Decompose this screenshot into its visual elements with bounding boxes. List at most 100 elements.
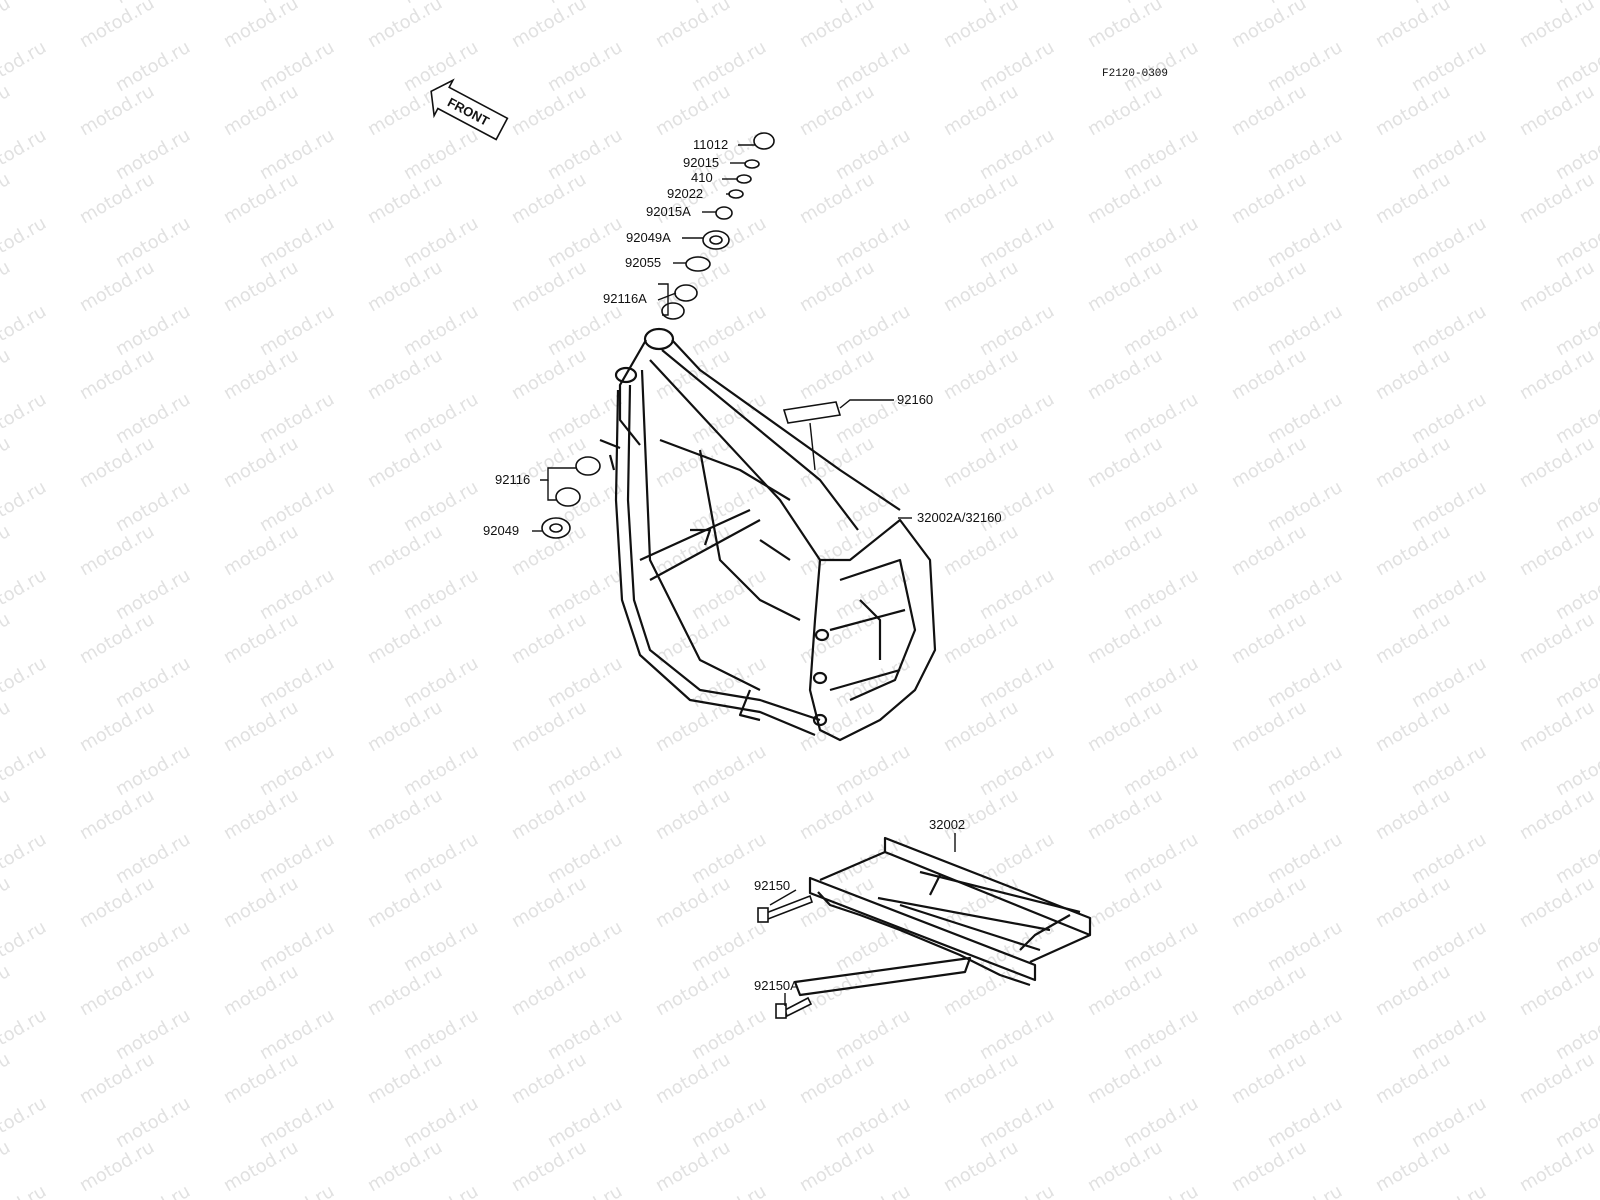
label-32002A-32160: 32002A/32160 (917, 510, 1002, 525)
watermark-text: motod.ru (400, 301, 482, 360)
watermark-text: motod.ru (1228, 873, 1310, 932)
watermark-text: motod.ru (1228, 1049, 1310, 1108)
watermark-text: motod.ru (220, 1049, 302, 1108)
watermark-text: motod.ru (364, 521, 446, 580)
watermark-text: motod.ru (1408, 1093, 1490, 1152)
watermark-text: motod.ru (688, 917, 770, 976)
watermark-text: motod.ru (256, 653, 338, 712)
part-labels: 11012 92015 410 92022 92015A 92049A 9205… (483, 137, 1002, 993)
watermark-text: motod.ru (1516, 961, 1598, 1020)
watermark-text: motod.ru (544, 301, 626, 360)
watermark-text: motod.ru (400, 565, 482, 624)
watermark-text: motod.ru (508, 873, 590, 932)
watermark-text: motod.ru (364, 0, 446, 52)
watermark-text: motod.ru (508, 81, 590, 140)
watermark-text: motod.ru (400, 125, 482, 184)
watermark-text: motod.ru (1084, 961, 1166, 1020)
watermark-text: motod.ru (112, 653, 194, 712)
watermark-text: motod.ru (220, 873, 302, 932)
steering-head-parts (661, 132, 775, 320)
label-410: 410 (691, 170, 713, 185)
watermark-text: motod.ru (220, 961, 302, 1020)
watermark-text: motod.ru (0, 213, 50, 272)
watermark-text: motod.ru (796, 1137, 878, 1196)
watermark-text: motod.ru (688, 37, 770, 96)
label-92116A: 92116A (603, 291, 647, 306)
watermark-text: motod.ru (112, 917, 194, 976)
watermark-text: motod.ru (1264, 653, 1346, 712)
watermark-text: motod.ru (1516, 257, 1598, 316)
watermark-text: motod.ru (256, 477, 338, 536)
watermark-text: motod.ru (1516, 873, 1598, 932)
watermark-text: motod.ru (0, 125, 50, 184)
label-11012: 11012 (693, 137, 728, 152)
bearing-cone-part (685, 256, 711, 272)
watermark-text: motod.ru (1372, 785, 1454, 844)
watermark-text: motod.ru (364, 1137, 446, 1196)
watermark-text: motod.ru (0, 785, 14, 844)
watermark-text: motod.ru (1408, 653, 1490, 712)
watermark-text: motod.ru (76, 609, 158, 668)
main-frame (599, 327, 937, 742)
watermark-text: motod.ru (220, 785, 302, 844)
watermark-text: motod.ru (832, 301, 914, 360)
watermark-text: motod.ru (76, 257, 158, 316)
watermark-text: motod.ru (1084, 81, 1166, 140)
watermark-text: motod.ru (796, 1049, 878, 1108)
watermark-text: motod.ru (688, 653, 770, 712)
watermark-text: motod.ru (220, 521, 302, 580)
watermark-text: motod.ru (688, 477, 770, 536)
watermark-text: motod.ru (0, 81, 14, 140)
watermark-text: motod.ru (544, 565, 626, 624)
watermark-text: motod.ru (1120, 565, 1202, 624)
watermark-text: motod.ru (112, 301, 194, 360)
watermark-text: motod.ru (1264, 565, 1346, 624)
watermark-text: motod.ru (1372, 345, 1454, 404)
watermark-text: motod.ru (1264, 125, 1346, 184)
watermark-text: motod.ru (1084, 1049, 1166, 1108)
upper-bearing-part (661, 302, 685, 320)
watermark-text: motod.ru (0, 0, 14, 52)
watermark-text: motod.ru (0, 1093, 50, 1152)
watermark-text: motod.ru (364, 697, 446, 756)
watermark-text: motod.ru (1372, 1137, 1454, 1196)
watermark-text: motod.ru (76, 1137, 158, 1196)
lower-race-part (575, 456, 601, 476)
watermark-text: motod.ru (1120, 653, 1202, 712)
watermark-text: motod.ru (76, 433, 158, 492)
watermark-text: motod.ru (940, 785, 1022, 844)
watermark-text: motod.ru (400, 477, 482, 536)
watermark-text: motod.ru (76, 785, 158, 844)
watermark-text: motod.ru (1516, 697, 1598, 756)
watermark-text: motod.ru (688, 1005, 770, 1064)
watermark-text: motod.ru (1120, 125, 1202, 184)
watermark-text: motod.ru (1084, 609, 1166, 668)
watermark-text: motod.ru (976, 301, 1058, 360)
watermark-text: motod.ru (976, 477, 1058, 536)
watermark-text: motod.ru (400, 1093, 482, 1152)
watermark-text: motod.ru (220, 609, 302, 668)
lower-bearing-part (555, 487, 581, 507)
watermark-text: motod.ru (400, 389, 482, 448)
watermark-text: motod.ru (832, 565, 914, 624)
watermark-text: motod.ru (0, 521, 14, 580)
watermark-text: motod.ru (1084, 697, 1166, 756)
watermark-text: motod.ru (544, 1093, 626, 1152)
watermark-text: motod.ru (544, 741, 626, 800)
watermark-text: motod.ru (0, 961, 14, 1020)
watermark-text: motod.ru (0, 37, 50, 96)
watermark-text: motod.ru (76, 81, 158, 140)
watermark-text: motod.ru (688, 1181, 770, 1200)
watermark-text: motod.ru (976, 741, 1058, 800)
watermark-text: motod.ru (1084, 1137, 1166, 1196)
watermark-text: motod.ru (652, 1049, 734, 1108)
watermark-text: motod.ru (940, 169, 1022, 228)
bolt-92150A (775, 996, 813, 1019)
watermark-text: motod.ru (1228, 0, 1310, 52)
watermark-text: motod.ru (1120, 1093, 1202, 1152)
watermark-text: motod.ru (0, 741, 50, 800)
watermark-text: motod.ru (976, 565, 1058, 624)
watermark-text: motod.ru (1264, 917, 1346, 976)
watermark-text: motod.ru (76, 1049, 158, 1108)
